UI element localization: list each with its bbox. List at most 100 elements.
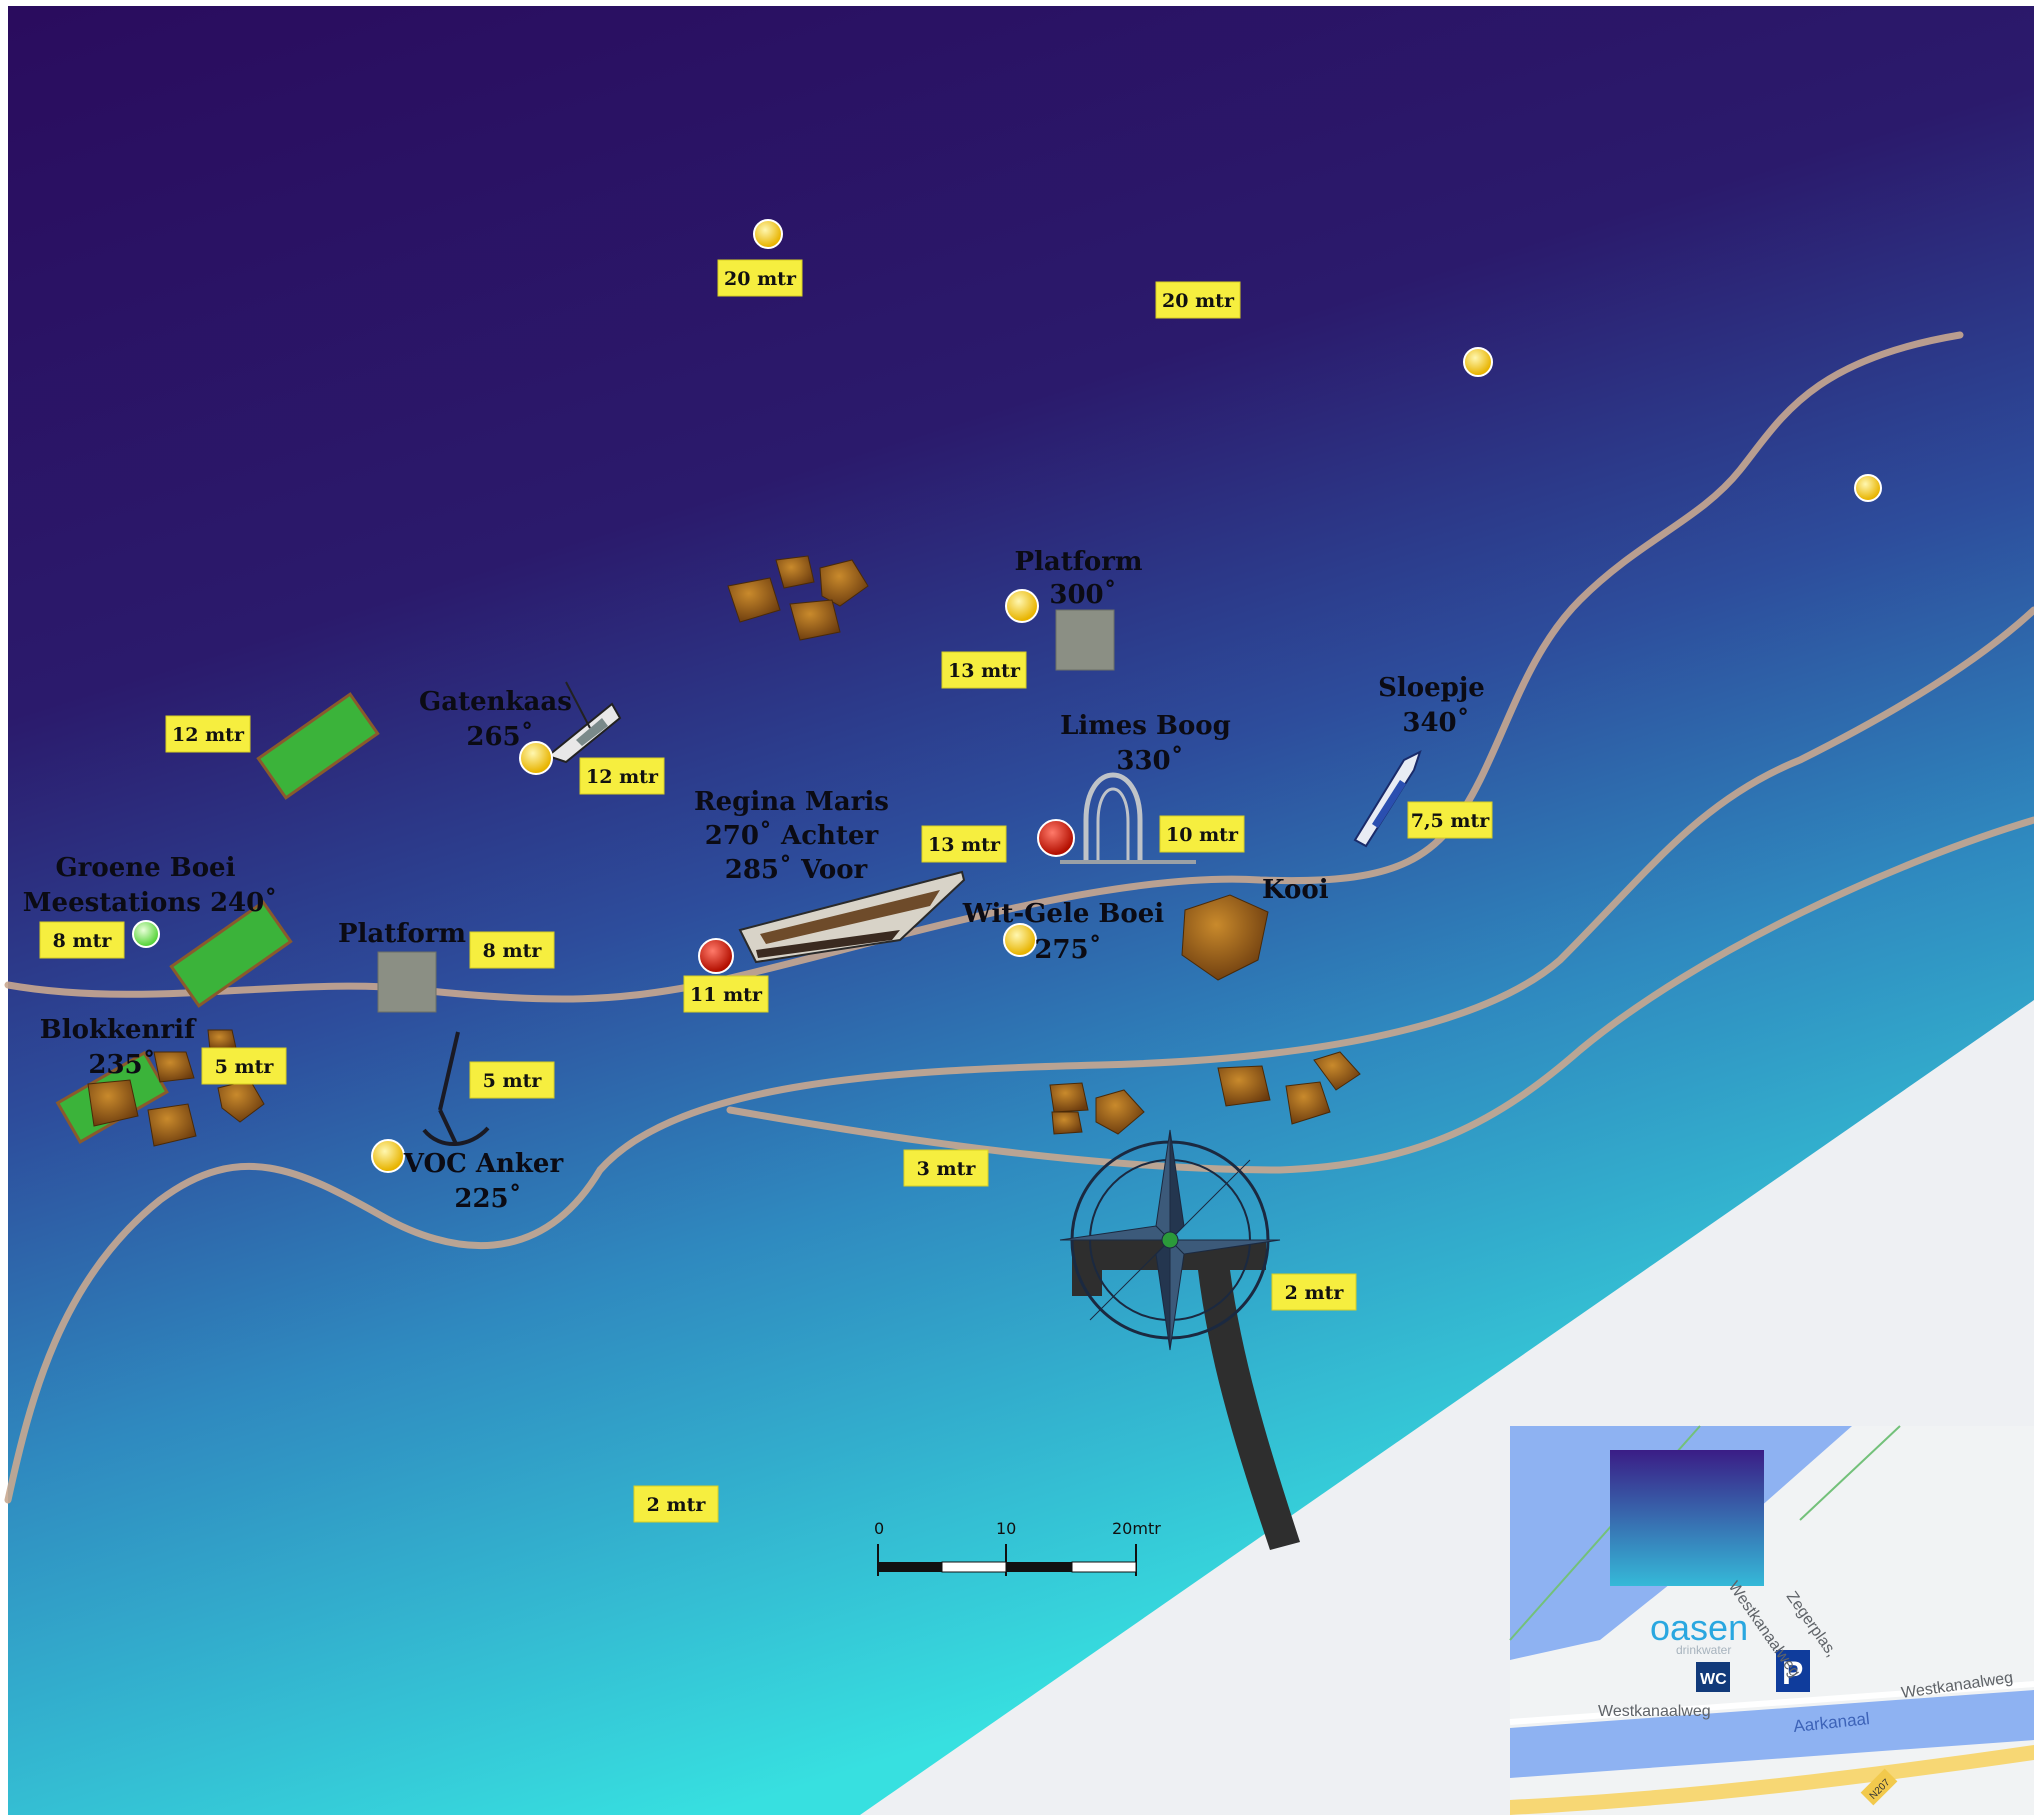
inset-dive-map-thumbnail bbox=[1610, 1450, 1764, 1586]
rock-clusters bbox=[87, 555, 1361, 1147]
yellow-buoy-icon bbox=[1003, 923, 1037, 957]
label-kooi: Kooi bbox=[1262, 875, 1329, 905]
scale-bar: 0 10 20mtr bbox=[874, 1519, 1161, 1576]
inset-road-line bbox=[1509, 1681, 2034, 1725]
inset-brand-sub: drinkwater bbox=[1676, 1643, 1731, 1657]
yellow-buoy-icon bbox=[1854, 474, 1882, 502]
label-voc-anker: VOC Anker 225˚ bbox=[403, 1149, 573, 1214]
label-limes-boog: Limes Boog 330˚ bbox=[1060, 711, 1240, 776]
rock-icon bbox=[1181, 894, 1269, 981]
inset-road-shield bbox=[1860, 1768, 1898, 1806]
inset-street-1: Westkanaalweg bbox=[1598, 1703, 1711, 1720]
svg-text:13 mtr: 13 mtr bbox=[928, 834, 1001, 856]
scale-tick-20: 20mtr bbox=[1112, 1519, 1161, 1538]
platform-west-block bbox=[377, 951, 437, 1013]
inset-parking-badge bbox=[1776, 1650, 1810, 1692]
svg-text:20 mtr: 20 mtr bbox=[1162, 290, 1235, 312]
red-buoy-icon bbox=[1037, 819, 1075, 857]
inset-road-yellow bbox=[1510, 1745, 2034, 1815]
label-blokkenrif: Blokkenrif 235˚ bbox=[40, 1015, 205, 1080]
platform-300-block bbox=[1055, 609, 1115, 671]
rock-icon bbox=[727, 577, 781, 623]
yellow-buoy-icon bbox=[1005, 589, 1039, 623]
depth-tag: 7,5 mtr bbox=[1407, 801, 1493, 839]
label-gatenkaas: Gatenkaas 265˚ bbox=[419, 687, 581, 752]
svg-text:5 mtr: 5 mtr bbox=[483, 1070, 543, 1092]
depth-tag: 5 mtr bbox=[201, 1047, 287, 1085]
yellow-buoy-icon bbox=[753, 219, 783, 249]
yellow-buoy-icon bbox=[1463, 347, 1493, 377]
label-platform-west: Platform bbox=[338, 919, 466, 949]
depth-tag: 8 mtr bbox=[39, 921, 125, 959]
depth-tag: 3 mtr bbox=[903, 1149, 989, 1187]
voc-anchor-icon bbox=[422, 1031, 490, 1146]
svg-text:11 mtr: 11 mtr bbox=[690, 984, 763, 1006]
rock-icon bbox=[1285, 1081, 1331, 1125]
yellow-buoy-icon bbox=[519, 741, 553, 775]
yellow-buoy-icon bbox=[371, 1139, 405, 1173]
gatenkaas-boat-icon bbox=[545, 681, 622, 764]
reef-patch-2 bbox=[169, 900, 293, 1008]
depth-tag: 20 mtr bbox=[717, 259, 803, 297]
rock-icon bbox=[1095, 1089, 1145, 1135]
rock-icon bbox=[1049, 1082, 1089, 1113]
depth-tag: 5 mtr bbox=[469, 1061, 555, 1099]
depth-tag: 10 mtr bbox=[1159, 815, 1245, 853]
svg-text:12 mtr: 12 mtr bbox=[586, 766, 659, 788]
depth-tag: 12 mtr bbox=[579, 757, 665, 795]
svg-text:7,5 mtr: 7,5 mtr bbox=[1411, 810, 1491, 832]
depth-tag: 13 mtr bbox=[941, 651, 1027, 689]
inset-brand: oasen bbox=[1650, 1607, 1748, 1648]
site-labels: Platform 300˚ Gatenkaas 265˚ Limes Boog … bbox=[23, 547, 1494, 1214]
rock-icon bbox=[775, 555, 815, 589]
depth-tags: 20 mtr 20 mtr 13 mtr 12 mtr 12 mtr 13 mt… bbox=[39, 259, 1493, 1523]
label-groene-boei: Groene Boei Meestations 240˚ bbox=[23, 853, 277, 918]
rock-icon bbox=[819, 559, 869, 607]
depth-tag: 2 mtr bbox=[1271, 1273, 1357, 1311]
scale-tick-10: 10 bbox=[996, 1519, 1016, 1538]
depth-tag: 20 mtr bbox=[1155, 281, 1241, 319]
svg-text:12 mtr: 12 mtr bbox=[172, 724, 245, 746]
rock-icon bbox=[1313, 1051, 1361, 1091]
svg-text:8 mtr: 8 mtr bbox=[483, 940, 543, 962]
svg-text:2 mtr: 2 mtr bbox=[1285, 1282, 1345, 1304]
svg-text:20 mtr: 20 mtr bbox=[724, 268, 797, 290]
label-regina-maris: Regina Maris 270˚ Achter 285˚ Voor bbox=[694, 787, 898, 885]
rope-line-2 bbox=[4, 606, 2034, 1504]
scale-tick-0: 0 bbox=[874, 1519, 884, 1538]
inset-parking-label: P bbox=[1782, 1655, 1803, 1691]
depth-tag: 12 mtr bbox=[165, 715, 251, 753]
label-platform-300: Platform 300˚ bbox=[1014, 547, 1151, 610]
sloepje-boat-icon bbox=[1353, 750, 1422, 848]
green-buoy-icon bbox=[132, 920, 160, 948]
svg-text:10 mtr: 10 mtr bbox=[1166, 824, 1239, 846]
depth-tag: 13 mtr bbox=[921, 825, 1007, 863]
rock-icon bbox=[207, 1029, 237, 1051]
rock-icon bbox=[1051, 1111, 1083, 1135]
label-wit-gele-boei: Wit-Gele Boei 275˚ bbox=[962, 899, 1173, 965]
svg-text:3 mtr: 3 mtr bbox=[917, 1158, 977, 1180]
reef-patch-1 bbox=[256, 692, 380, 800]
svg-text:2 mtr: 2 mtr bbox=[647, 1494, 707, 1516]
svg-text:13 mtr: 13 mtr bbox=[948, 660, 1021, 682]
depth-tag: 11 mtr bbox=[683, 975, 769, 1013]
rope-line-3 bbox=[726, 816, 2034, 1174]
rock-icon bbox=[147, 1103, 197, 1147]
rock-icon bbox=[87, 1079, 139, 1127]
inset-wc-label: WC bbox=[1700, 1671, 1727, 1688]
buoys bbox=[132, 219, 1882, 1173]
red-buoy-icon bbox=[698, 938, 734, 974]
inset-wc-badge bbox=[1696, 1662, 1730, 1692]
label-sloepje: Sloepje 340˚ bbox=[1378, 673, 1494, 738]
svg-text:5 mtr: 5 mtr bbox=[215, 1056, 275, 1078]
regina-maris-wreck-icon bbox=[738, 870, 966, 964]
limes-boog-arch-icon bbox=[1060, 772, 1196, 864]
entry-pier bbox=[1072, 1240, 1300, 1550]
svg-text:8 mtr: 8 mtr bbox=[53, 930, 113, 952]
depth-tag: 2 mtr bbox=[633, 1485, 719, 1523]
rock-icon bbox=[789, 599, 841, 641]
depth-tag: 8 mtr bbox=[469, 931, 555, 969]
compass-rose-icon bbox=[1059, 1129, 1281, 1351]
inset-canal bbox=[1510, 1690, 2034, 1778]
